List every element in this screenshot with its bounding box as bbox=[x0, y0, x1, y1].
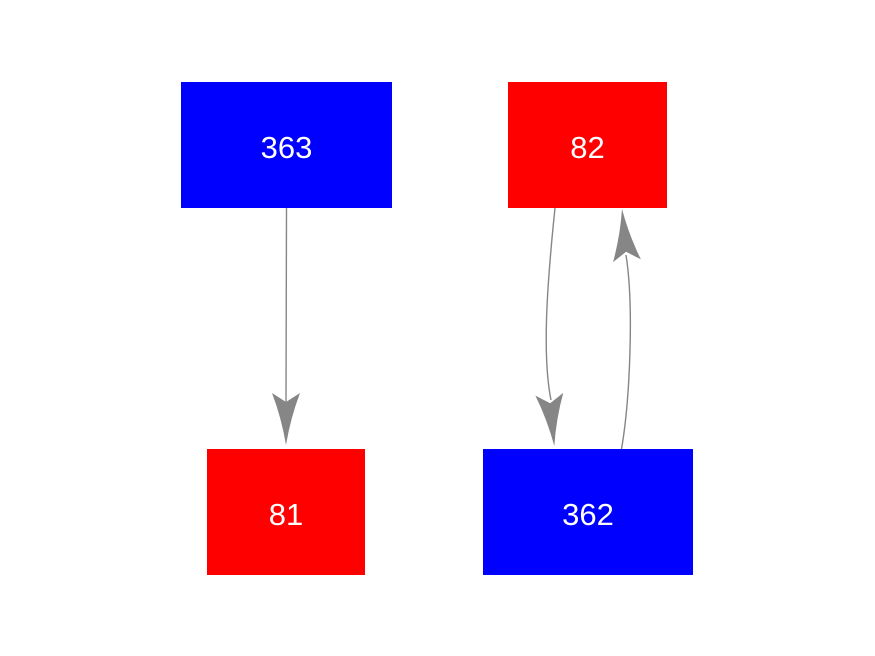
edge-363-to-81 bbox=[272, 207, 300, 445]
edge-362-to-82 bbox=[613, 209, 641, 450]
node-81[interactable]: 81 bbox=[207, 449, 365, 575]
node-362-label: 362 bbox=[562, 497, 614, 532]
node-81-label: 81 bbox=[268, 497, 304, 532]
node-363-label: 363 bbox=[260, 130, 313, 165]
node-363[interactable]: 363 bbox=[181, 82, 392, 208]
node-82-label: 82 bbox=[570, 130, 605, 165]
edge-362-to-82-line bbox=[620, 254, 632, 450]
edge-363-to-81-line bbox=[285, 207, 288, 404]
node-362[interactable]: 362 bbox=[483, 449, 693, 575]
edge-82-to-362-arrowhead-icon bbox=[535, 392, 564, 446]
node-82[interactable]: 82 bbox=[508, 82, 667, 208]
edge-82-to-362-line bbox=[545, 207, 556, 401]
edge-362-to-82-arrowhead-icon bbox=[613, 209, 641, 263]
edge-363-to-81-arrowhead-icon bbox=[272, 393, 300, 445]
edge-82-to-362 bbox=[535, 207, 564, 446]
